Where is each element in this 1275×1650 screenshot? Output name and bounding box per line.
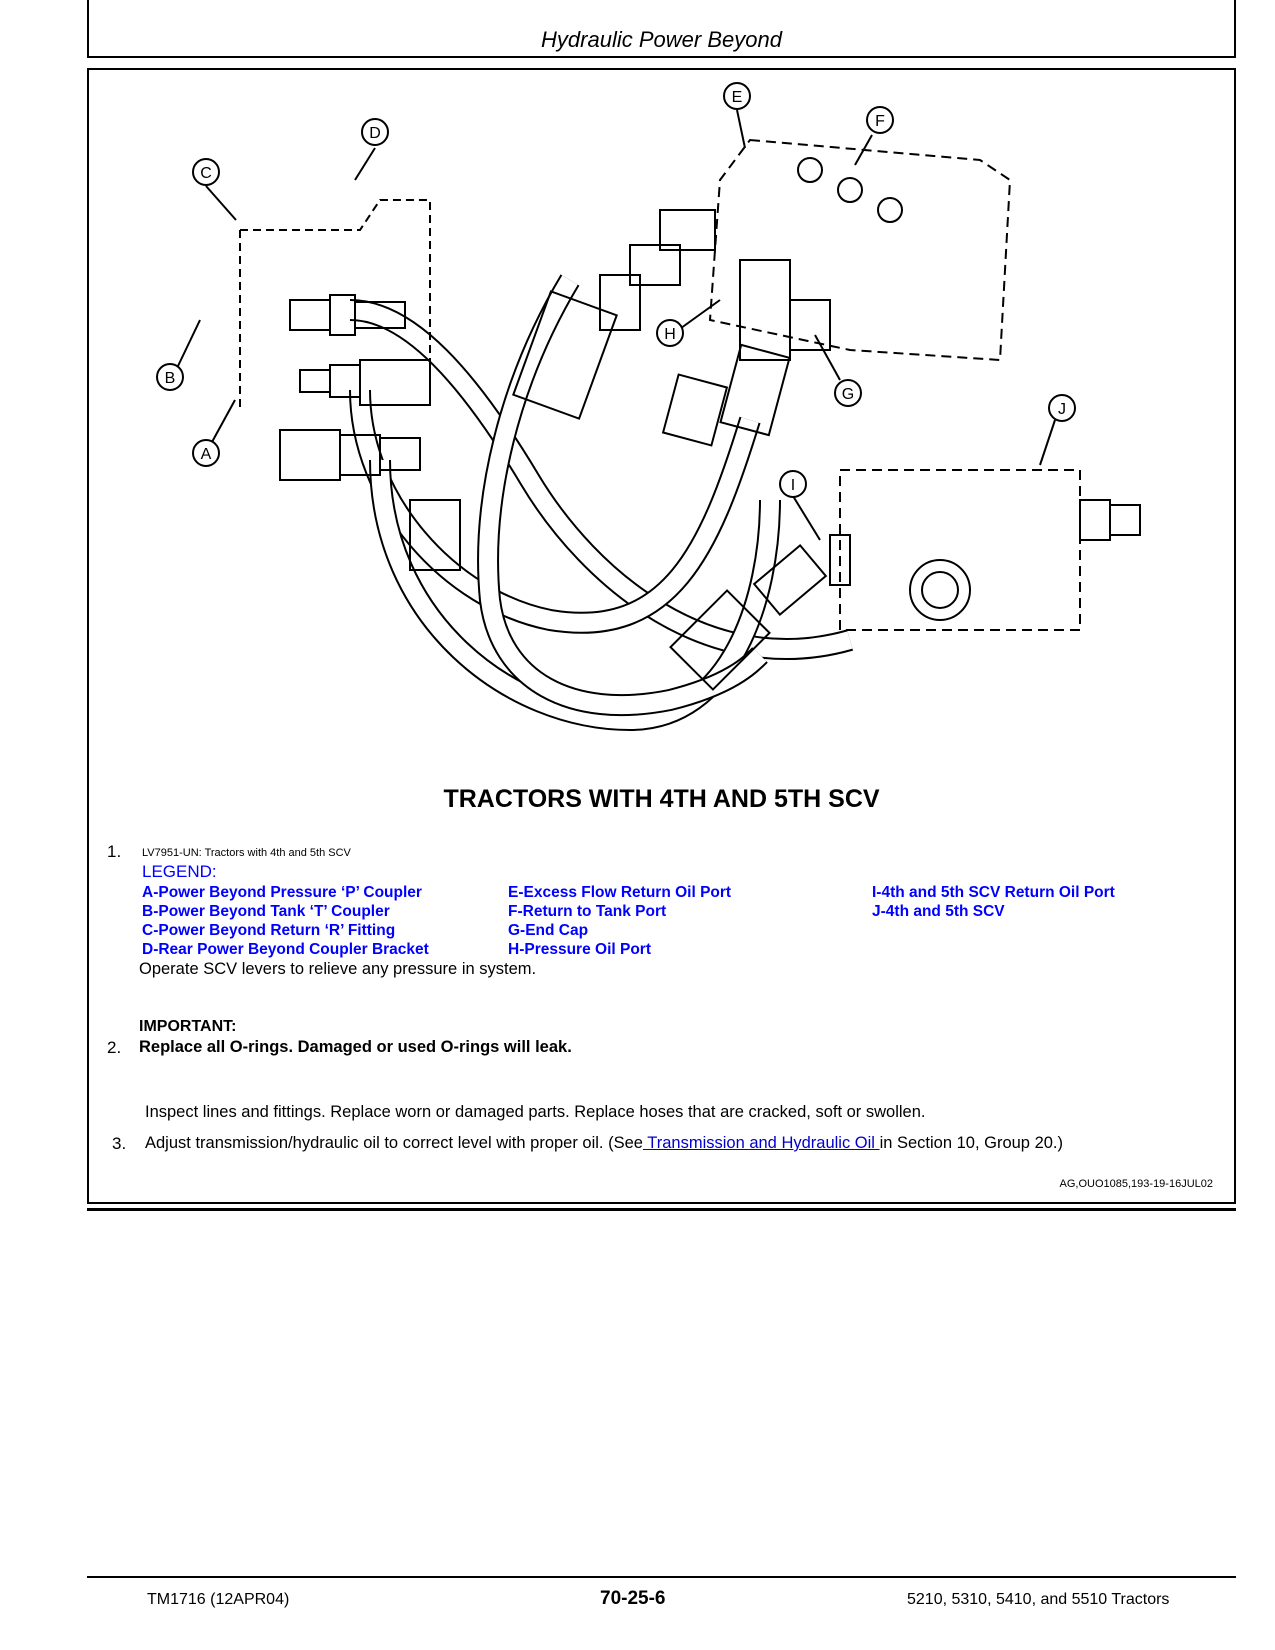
legend-item-a: A-Power Beyond Pressure ‘P’ Coupler [142,884,422,901]
callout-f-label: F [875,113,885,130]
document-reference: AG,OUO1085,193-19-16JUL02 [1059,1178,1213,1190]
legend-item-e: E-Excess Flow Return Oil Port [508,884,732,901]
important-label: IMPORTANT: [139,1018,237,1035]
legend-title: LEGEND: [142,862,217,881]
step-2-text: Replace all O-rings. Damaged or used O-r… [139,1038,572,1056]
step-3-text: Adjust transmission/hydraulic oil to cor… [145,1134,1063,1153]
transmission-oil-link[interactable]: Transmission and Hydraulic Oil [642,1134,880,1152]
step-3-text-before: Adjust transmission/hydraulic oil to cor… [145,1134,643,1152]
callout-i-label: I [791,477,795,494]
header-box [87,0,1236,58]
figure-caption: TRACTORS WITH 4TH AND 5TH SCV [443,785,880,813]
callout-g-label: G [842,386,854,403]
callout-a-label: A [201,446,212,463]
legend-item-h: H-Pressure Oil Port [508,941,651,958]
step-3-text-after: in Section 10, Group 20.) [879,1134,1064,1152]
legend-item-d: D-Rear Power Beyond Coupler Bracket [142,941,429,958]
callout-c-label: C [200,165,212,182]
step-1-text: Operate SCV levers to relieve any pressu… [139,960,537,978]
legend-item-i: I-4th and 5th SCV Return Oil Port [872,884,1115,901]
legend-item-b: B-Power Beyond Tank ‘T’ Coupler [142,903,390,920]
step-3-inspect-text: Inspect lines and fittings. Replace worn… [145,1103,926,1121]
callout-e-label: E [732,89,743,106]
legend-item-c: C-Power Beyond Return ‘R’ Fitting [142,922,396,939]
page-title: Hydraulic Power Beyond [541,27,782,52]
legend-item-f: F-Return to Tank Port [508,903,667,920]
footer-models: 5210, 5310, 5410, and 5510 Tractors [907,1591,1170,1608]
footer-page-number: 70-25-6 [600,1588,666,1609]
footer-manual-id: TM1716 (12APR04) [147,1591,290,1608]
hydraulic-diagram: A B C D E F G H I J [156,82,1141,732]
callout-b-label: B [165,370,176,387]
callout-h-label: H [664,326,676,343]
figure-id: LV7951-UN: Tractors with 4th and 5th SCV [142,847,351,859]
content-box [87,68,1236,1204]
step-3-number: 3. [112,1134,127,1153]
legend-item-j: J-4th and 5th SCV [872,903,1005,920]
content-bottom-rule [87,1208,1236,1211]
step-1-number: 1. [107,842,122,861]
callout-j-label: J [1058,401,1066,418]
footer-rule [87,1576,1236,1578]
callout-d-label: D [369,125,381,142]
legend-item-g: G-End Cap [508,922,589,939]
step-2-number: 2. [107,1038,122,1057]
